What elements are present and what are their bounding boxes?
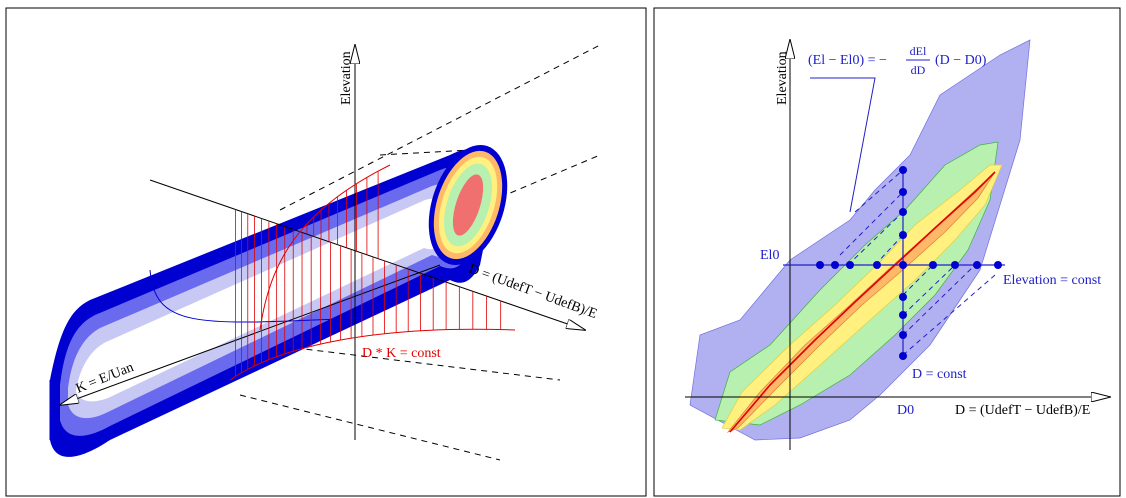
dashed-guide-top [279, 44, 601, 211]
slope-dash-7 [902, 264, 976, 336]
tube-end-cap [428, 144, 508, 266]
blue-base-curve [149, 269, 361, 323]
d-const-point [899, 311, 907, 319]
right-panel: (El − El0) = − dEl dD (D − D0) Elevation… [653, 7, 1121, 497]
formula-right: (D − D0) [935, 53, 987, 68]
elevation-const-point [873, 261, 881, 269]
elevation-const-point [951, 261, 959, 269]
dashed-guide-short [379, 149, 471, 156]
d-const-point [899, 166, 907, 174]
d-const-point [899, 188, 907, 196]
red-hatch-upper [300, 171, 379, 259]
contour-bands [689, 39, 1031, 441]
right-axes [685, 40, 1110, 450]
label-d-const: D = const [912, 367, 967, 382]
slope-dash-2 [839, 191, 904, 256]
slope-dash-5 [902, 264, 934, 296]
elevation-const-point [846, 261, 854, 269]
d-const-point [899, 208, 907, 216]
slope-dash-4 [874, 234, 904, 266]
elevation-const-point [831, 261, 839, 269]
formula-numerator: dEl [910, 44, 927, 58]
cap-red [452, 174, 484, 236]
d-const-point [899, 293, 907, 301]
formula-denominator: dD [911, 63, 926, 77]
band-red-ridge [729, 171, 996, 433]
left-axes [60, 45, 585, 440]
red-hatch-lower [235, 209, 502, 377]
slope-dash-6 [902, 264, 956, 316]
label-elevation-const: Elevation = const [1003, 273, 1101, 288]
label-el0: El0 [760, 248, 779, 263]
tube-inner [76, 198, 452, 402]
d-const-point [899, 331, 907, 339]
elevation-const-point [899, 261, 907, 269]
elevation-const-point [994, 261, 1002, 269]
tube [50, 148, 500, 457]
left-panel: Elevation D = (UdefT − UdefB)/E K = E/Ua… [5, 7, 647, 497]
left-axis-d [149, 179, 585, 330]
left-axis-k [60, 264, 441, 405]
label-d0: D0 [897, 403, 914, 418]
slope-dash-3 [847, 211, 904, 266]
slope-dash-8 [902, 274, 996, 356]
formula-leader [810, 77, 876, 213]
elevation-const-point [929, 261, 937, 269]
band-orange [726, 171, 996, 433]
dashed-guide-bottom [239, 394, 501, 461]
slope-dashes [839, 169, 996, 356]
elevation-const-point [973, 261, 981, 269]
formula-left: (El − El0) = − [808, 53, 887, 68]
slope-dash-1 [854, 169, 904, 213]
red-curve-upper [259, 164, 391, 331]
formula: (El − El0) = − dEl dD (D − D0) [808, 44, 987, 213]
left-label-dk-const: D * K = const [362, 346, 441, 361]
left-label-elevation: Elevation [339, 51, 354, 105]
blue-dots [816, 166, 1002, 360]
right-label-d: D = (UdefT − UdefB)/E [955, 403, 1090, 418]
d-const-point [899, 231, 907, 239]
right-label-elevation: Elevation [775, 51, 790, 105]
d-const-point [899, 352, 907, 360]
elevation-const-point [816, 261, 824, 269]
